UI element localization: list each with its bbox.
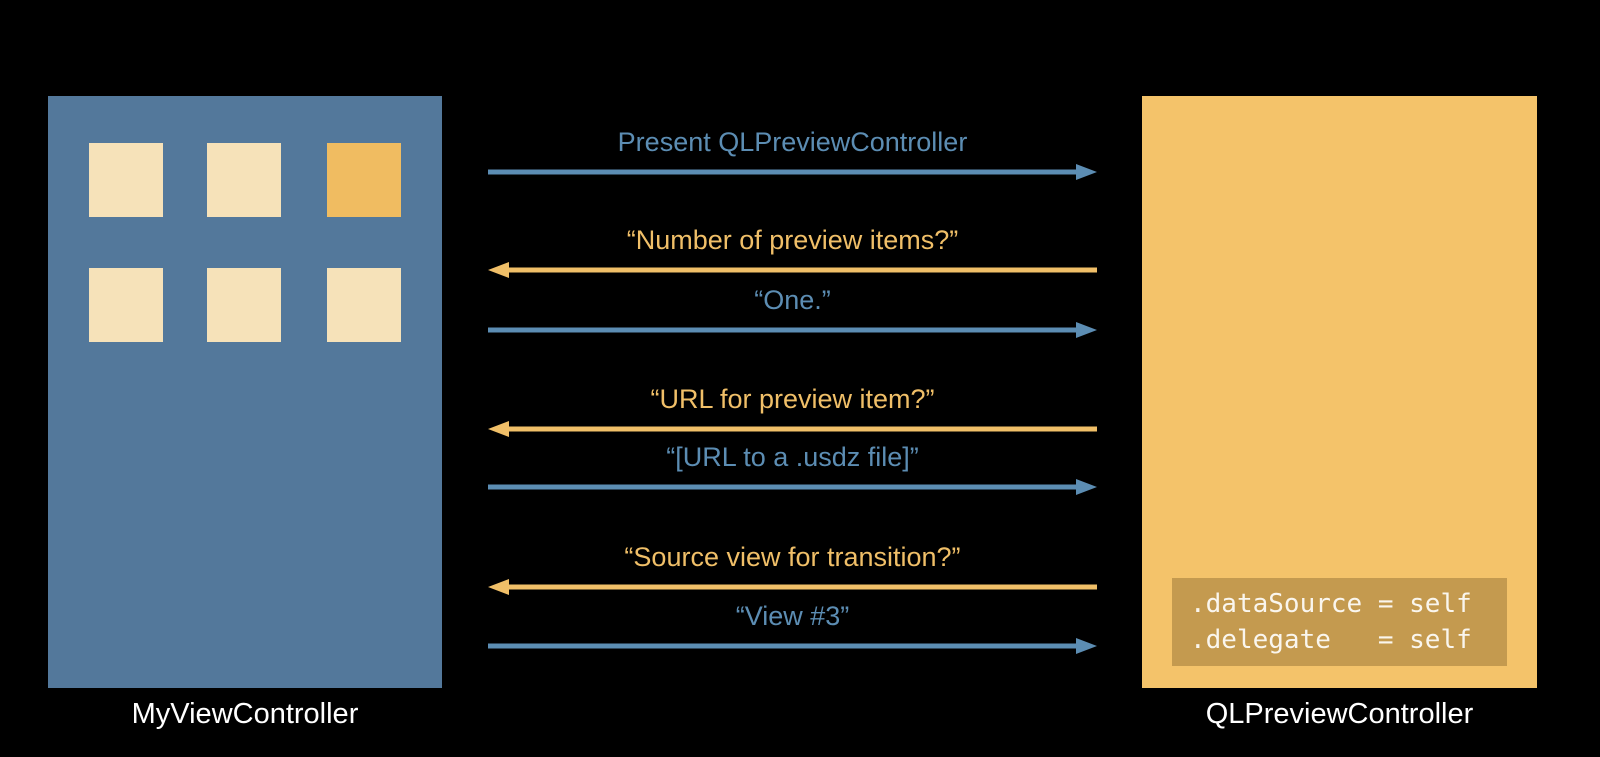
left-arrow-icon	[488, 579, 1097, 595]
thumbnail-square	[207, 143, 281, 217]
code-line-datasource: .dataSource = self	[1190, 589, 1472, 619]
right-arrow-icon	[488, 479, 1097, 495]
message-label: “One.”	[754, 285, 831, 315]
message-label: “[URL to a .usdz file]”	[666, 442, 919, 472]
code-snippet-box: .dataSource = self .delegate = self	[1172, 578, 1507, 666]
message-label: “View #3”	[735, 601, 850, 631]
thumbnail-square	[89, 143, 163, 217]
message-row-url-for-item: “URL for preview item?”	[488, 382, 1097, 438]
message-row-present: Present QLPreviewController	[488, 125, 1097, 181]
highlighted-thumbnail-square	[327, 143, 401, 217]
thumbnail-square	[327, 268, 401, 342]
message-row-view-3: “View #3”	[488, 599, 1097, 655]
right-arrow-icon	[488, 322, 1097, 338]
qlpreviewcontroller-box: .dataSource = self .delegate = self	[1142, 96, 1537, 688]
qlpreviewcontroller-label: QLPreviewController	[1205, 698, 1474, 730]
message-label: Present QLPreviewController	[617, 127, 968, 157]
message-row-source-view: “Source view for transition?”	[488, 540, 1097, 596]
myviewcontroller-label: MyViewController	[131, 698, 359, 730]
message-row-one: “One.”	[488, 283, 1097, 339]
message-label: “URL for preview item?”	[650, 384, 935, 414]
message-row-number-of-items: “Number of preview items?”	[488, 223, 1097, 279]
thumbnail-square	[89, 268, 163, 342]
message-label: “Source view for transition?”	[624, 542, 961, 572]
message-row-usdz-url: “[URL to a .usdz file]”	[488, 440, 1097, 496]
left-arrow-icon	[488, 421, 1097, 437]
left-arrow-icon	[488, 262, 1097, 278]
thumbnail-square	[207, 268, 281, 342]
right-arrow-icon	[488, 638, 1097, 654]
message-label: “Number of preview items?”	[626, 225, 959, 255]
code-line-delegate: .delegate = self	[1190, 625, 1472, 655]
right-arrow-icon	[488, 164, 1097, 180]
myviewcontroller-box	[48, 96, 442, 688]
